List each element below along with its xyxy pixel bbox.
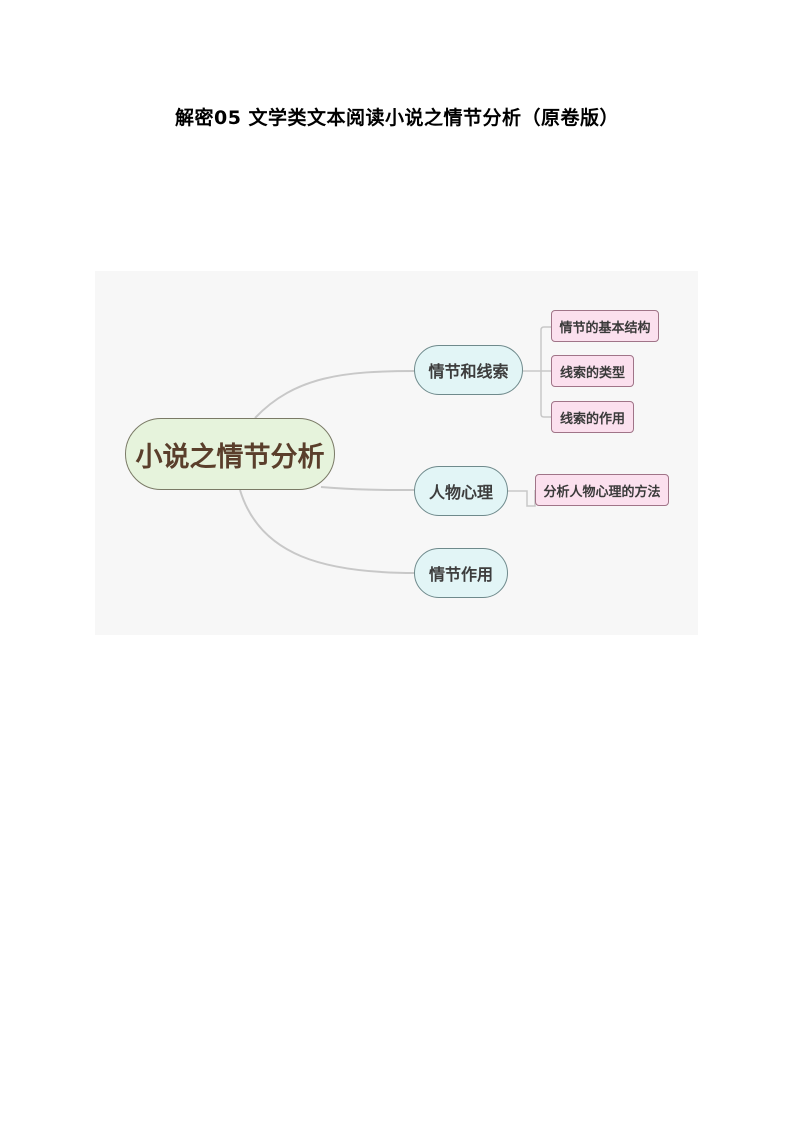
connector-root-branch-3 <box>239 489 416 574</box>
mind-map-connectors <box>239 326 551 574</box>
branch-node-plot-and-clue: 情节和线索 <box>414 345 523 395</box>
leaf-node-plot-structure: 情节的基本结构 <box>551 310 659 342</box>
leaf-node-psychology-methods: 分析人物心理的方法 <box>535 474 669 506</box>
mind-map-root-node: 小说之情节分析 <box>125 418 335 490</box>
page-title: 解密05 文学类文本阅读小说之情节分析（原卷版） <box>174 107 620 129</box>
connector-branch-2-leaf-1 <box>508 490 536 507</box>
connector-branch-1-bracket <box>540 326 551 418</box>
branch-node-character-psychology: 人物心理 <box>414 466 508 516</box>
leaf-node-clue-functions: 线索的作用 <box>551 401 634 433</box>
connector-root-branch-1 <box>254 370 416 419</box>
mind-map: 小说之情节分析 情节和线索 人物心理 情节作用 情节的基本结构 线索的类型 线索… <box>95 271 698 635</box>
leaf-node-clue-types: 线索的类型 <box>551 355 634 387</box>
connector-root-branch-2 <box>320 486 416 491</box>
branch-node-plot-function: 情节作用 <box>414 548 508 598</box>
